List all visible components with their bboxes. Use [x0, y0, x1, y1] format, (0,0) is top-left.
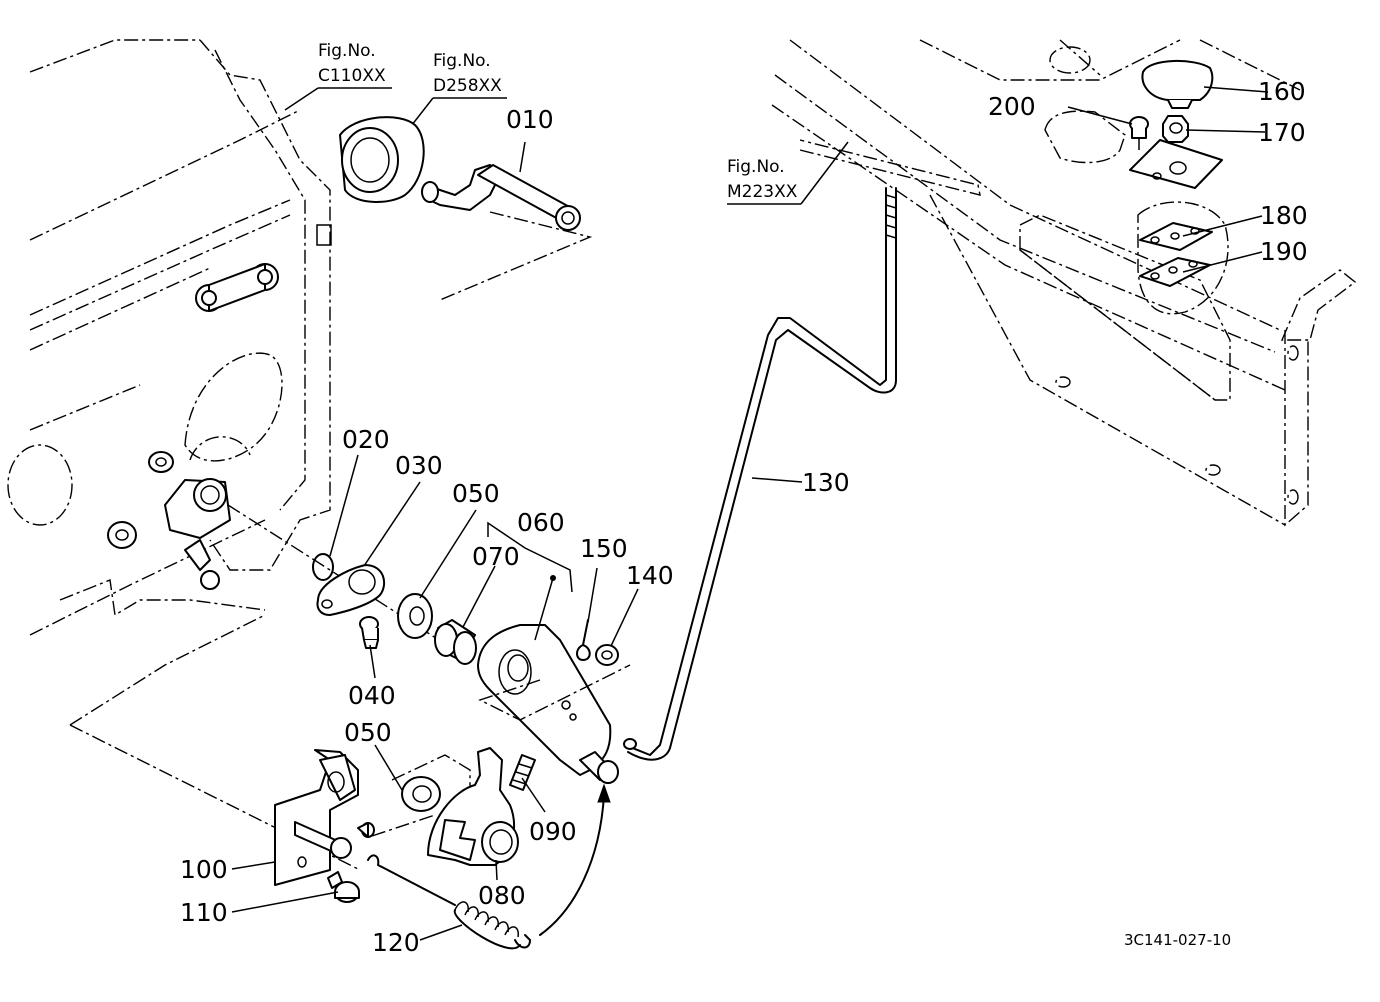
fig-ref-code: M223XX — [727, 182, 798, 202]
clip-150 — [576, 619, 591, 661]
label-120: 120 — [372, 928, 420, 957]
knob-160 — [1141, 59, 1214, 109]
washer-050-upper — [397, 593, 433, 639]
fig-ref-prefix: Fig.No. — [727, 157, 785, 177]
label-050-lower: 050 — [344, 718, 392, 747]
bracket-100 — [274, 749, 375, 886]
fig-ref-c110xx: Fig.No. C110XX — [284, 41, 392, 111]
washer-050-lower — [401, 776, 441, 812]
transmission-housing — [7, 39, 332, 636]
label-010: 010 — [506, 105, 554, 134]
o-ring-020 — [312, 553, 334, 581]
part-labels: 010 020 030 040 050 050 060 070 080 090 … — [180, 77, 1308, 957]
bolt-200 — [1129, 116, 1149, 150]
plate-180 — [1139, 222, 1213, 251]
fig-ref-code: D258XX — [433, 76, 502, 96]
label-200: 200 — [988, 92, 1036, 121]
label-020: 020 — [342, 425, 390, 454]
bracket-plate-upper — [1129, 139, 1223, 189]
lever-shaft-010 — [421, 164, 593, 301]
label-160: 160 — [1258, 77, 1306, 106]
label-080: 080 — [478, 881, 526, 910]
bolt-110 — [327, 871, 360, 903]
label-190: 190 — [1260, 237, 1308, 266]
leader-lines — [231, 86, 1269, 941]
label-030: 030 — [395, 451, 443, 480]
nut-170 — [1162, 115, 1189, 143]
label-110: 110 — [180, 898, 228, 927]
label-130: 130 — [802, 468, 850, 497]
spring-pin-090 — [509, 754, 536, 791]
fig-ref-code: C110XX — [318, 66, 386, 86]
label-090: 090 — [529, 817, 577, 846]
label-040: 040 — [348, 681, 396, 710]
housing-boss — [195, 263, 279, 312]
plate-190 — [1139, 257, 1211, 287]
lever-arm-060 — [477, 575, 631, 784]
bolt-040 — [359, 616, 379, 649]
label-070: 070 — [472, 542, 520, 571]
label-050-upper: 050 — [452, 479, 500, 508]
control-rod-130 — [623, 187, 897, 761]
washer-140 — [595, 644, 619, 666]
operator-panel — [771, 39, 1357, 527]
fig-ref-m223xx: Fig.No. M223XX — [727, 141, 849, 205]
collar-070 — [434, 619, 477, 665]
coupling-sleeve — [339, 116, 425, 203]
detent-cam-080 — [427, 747, 519, 866]
motion-arrow — [539, 783, 611, 936]
spring-120 — [367, 854, 531, 950]
label-060: 060 — [517, 508, 565, 537]
flange-plate-030 — [316, 564, 386, 616]
fig-ref-d258xx: Fig.No. D258XX — [407, 51, 507, 131]
drawing-code: 3C141-027-10 — [1124, 931, 1231, 949]
label-180: 180 — [1260, 201, 1308, 230]
fig-ref-prefix: Fig.No. — [318, 41, 376, 61]
label-170: 170 — [1258, 118, 1306, 147]
label-100: 100 — [180, 855, 228, 884]
fig-ref-prefix: Fig.No. — [433, 51, 491, 71]
label-150: 150 — [580, 534, 628, 563]
label-140: 140 — [626, 561, 674, 590]
